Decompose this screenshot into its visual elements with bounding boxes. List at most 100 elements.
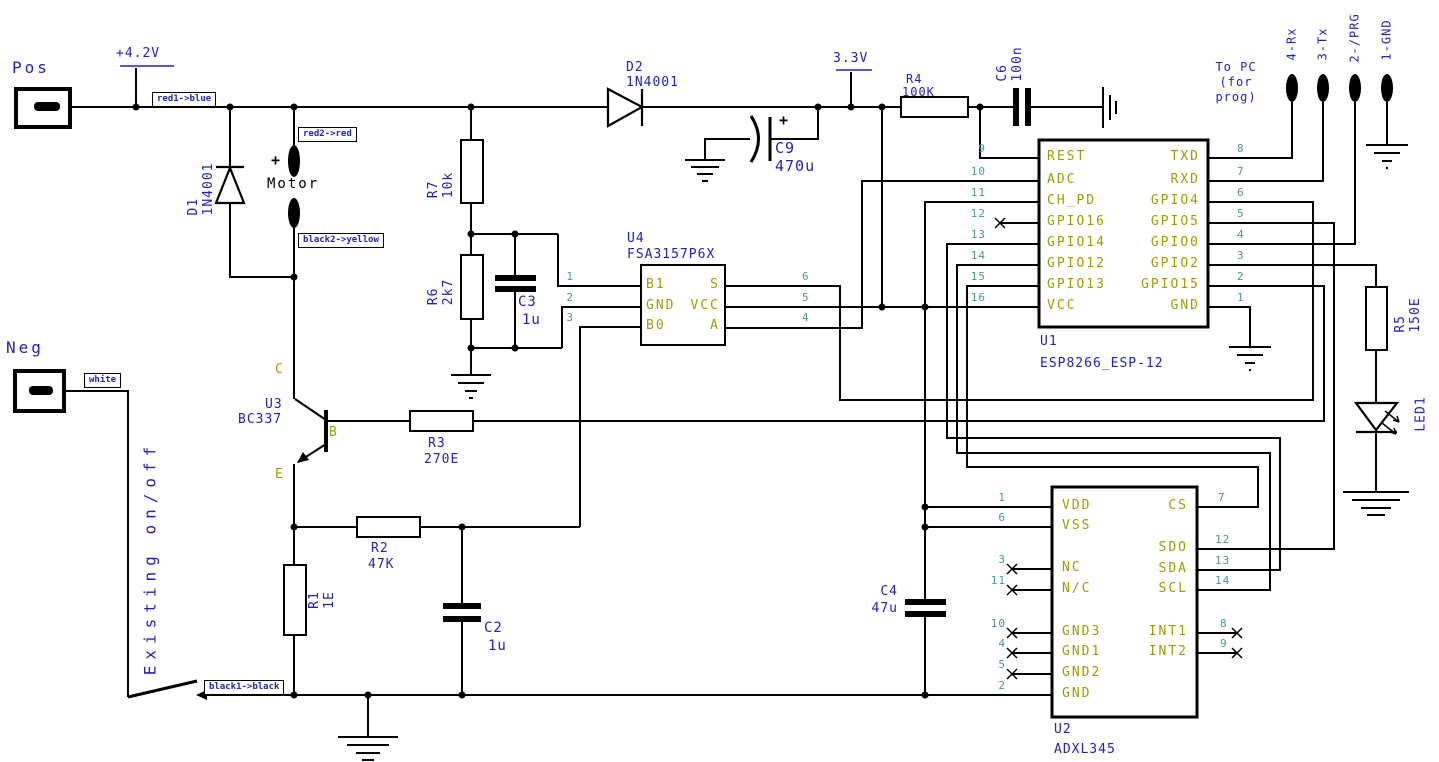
u1-pin-gpio0: GPIO0 — [1150, 235, 1200, 250]
d2-ref: D2 — [626, 60, 644, 75]
d2-label: D2 1N4001 — [626, 60, 679, 90]
u1-num-16: 16 — [970, 291, 986, 304]
u1-pin-gnd: GND — [1170, 298, 1200, 313]
u2-pin-scl: SCL — [1158, 581, 1188, 596]
wire-tag-black1: black1->black — [204, 680, 285, 695]
prog-pin3-label: 3-Tx — [1315, 27, 1330, 61]
prog-header-line3: prog) — [1215, 90, 1257, 104]
u1-pin-gpio2: GPIO2 — [1150, 256, 1200, 271]
u4-num-5: 5 — [802, 291, 810, 304]
u2-num-3: 3 — [998, 553, 1006, 566]
r7-value: 10k — [441, 171, 456, 199]
motor-plus: + — [271, 151, 282, 169]
r6-ref: R6 — [426, 287, 441, 306]
u1-num-3: 3 — [1237, 249, 1245, 262]
wire-tag-white: white — [84, 373, 122, 388]
chip-outlines — [640, 138, 1210, 719]
u2-pin-n-c: N/C — [1062, 581, 1092, 596]
u1-pin-txd: TXD — [1170, 149, 1200, 164]
r7-label: R7 10k — [426, 172, 456, 198]
r5-ref: R5 — [1393, 315, 1408, 333]
u4-pin-s: S — [710, 277, 720, 292]
r5-value: 150E — [1408, 297, 1423, 333]
u1-num-9: 9 — [978, 142, 986, 155]
r7-ref: R7 — [426, 180, 441, 199]
u2-pin-cs: CS — [1168, 498, 1188, 513]
u2-num-5: 5 — [998, 658, 1006, 671]
no-connect-marks — [994, 217, 1243, 680]
u2-pin-gnd3: GND3 — [1062, 624, 1102, 639]
u4-num-6: 6 — [802, 270, 810, 283]
prog-header-title: To PC (for prog) — [1196, 60, 1276, 105]
prog-header-line2: (for — [1219, 75, 1253, 89]
u3-emitter-label: E — [275, 467, 285, 482]
u2-num-11: 11 — [990, 574, 1006, 587]
u1-num-12: 12 — [970, 207, 986, 220]
u1-pin-gpio12: GPIO12 — [1047, 256, 1106, 271]
u1-pin-rxd: RXD — [1170, 172, 1200, 187]
u1-pin-adc: ADC — [1047, 172, 1077, 187]
wire-tag-red2: red2->red — [298, 127, 357, 142]
switch-symbol[interactable] — [127, 679, 207, 700]
u1-num-14: 14 — [970, 249, 986, 262]
u2-num-10: 10 — [990, 617, 1006, 630]
u1-pin-gpio5: GPIO5 — [1150, 214, 1200, 229]
c9-value: 470u — [775, 157, 816, 175]
r1-ref: R1 — [307, 591, 322, 609]
c3-value: 1u — [522, 312, 541, 328]
r2-value: 47K — [368, 557, 395, 572]
r3-ref: R3 — [428, 436, 446, 451]
u4-num-2: 2 — [566, 291, 574, 304]
d1-ref: D1 — [186, 197, 201, 216]
u1-num-8: 8 — [1237, 142, 1245, 155]
u2-num-1: 1 — [998, 491, 1006, 504]
u2-num-12: 12 — [1215, 533, 1231, 546]
c4-ref: C4 — [880, 584, 898, 599]
u1-pin-gpio14: GPIO14 — [1047, 235, 1106, 250]
c2-ref: C2 — [484, 620, 503, 636]
u2-num-14: 14 — [1215, 574, 1231, 587]
ground-symbols — [338, 87, 1409, 761]
solder-pads — [288, 74, 1393, 228]
u2-pin-int2: INT2 — [1148, 644, 1188, 659]
u2-num-13: 13 — [1215, 554, 1231, 567]
r1-value: 1E — [322, 591, 337, 609]
u1-pin-gpio13: GPIO13 — [1047, 277, 1106, 292]
r3-value: 270E — [424, 452, 460, 467]
u1-num-15: 15 — [970, 270, 986, 283]
diode-symbols — [214, 87, 1400, 434]
u4-num-3: 3 — [566, 311, 574, 324]
resistor-bodies — [283, 96, 1388, 636]
u2-pin-nc: NC — [1062, 560, 1082, 575]
u2-pin-vss: VSS — [1062, 518, 1092, 533]
u1-pin-rest: REST — [1047, 149, 1087, 164]
r6-value: 2k7 — [441, 278, 456, 306]
u1-num-4: 4 — [1237, 228, 1245, 241]
net-flag-underlines — [120, 65, 872, 71]
u2-num-7: 7 — [1218, 491, 1226, 504]
prog-pin1-label: 1-GND — [1379, 19, 1394, 61]
motor-label: Motor — [267, 176, 320, 192]
neg-connector-label: Neg — [6, 338, 44, 357]
u1-num-2: 2 — [1237, 270, 1245, 283]
prog-pin2-label: 2-/PRG — [1347, 13, 1362, 63]
wire-tag-red1: red1->blue — [152, 92, 217, 107]
u2-num-4: 4 — [998, 637, 1006, 650]
u1-num-5: 5 — [1237, 207, 1245, 220]
c9-plus: + — [779, 111, 790, 129]
c9-ref: C9 — [775, 139, 796, 157]
d1-value: 1N4001 — [201, 162, 216, 216]
u1-pin-gpio16: GPIO16 — [1047, 214, 1106, 229]
c9-plates — [749, 115, 772, 163]
r5-label: R5 150E — [1393, 297, 1423, 332]
r2-ref: R2 — [371, 541, 389, 556]
c4-value: 47u — [871, 601, 898, 616]
u4-num-4: 4 — [802, 311, 810, 324]
u1-part: ESP8266_ESP-12 — [1040, 356, 1164, 371]
r4-value: 100K — [902, 85, 935, 99]
r6-label: R6 2k7 — [426, 279, 456, 305]
u2-pin-gnd2: GND2 — [1062, 665, 1102, 680]
u2-pin-vdd: VDD — [1062, 498, 1092, 513]
